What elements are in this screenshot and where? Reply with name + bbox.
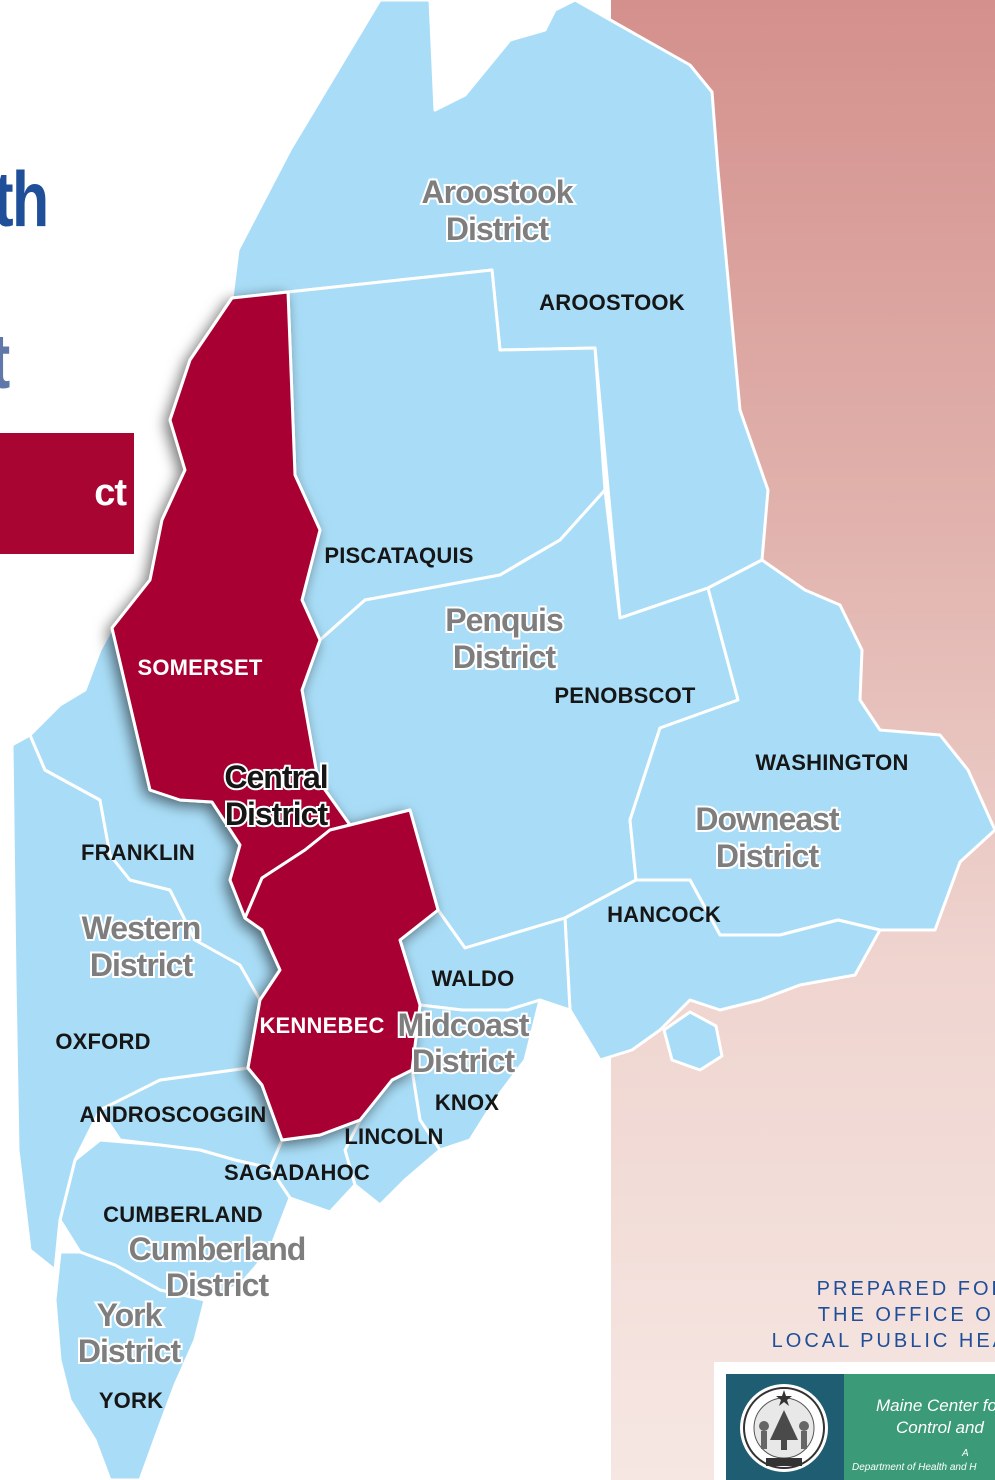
county-label-somerset: SOMERSET bbox=[137, 655, 262, 680]
county-washington[interactable] bbox=[628, 558, 995, 937]
logo-line-1: Maine Center fo bbox=[876, 1396, 995, 1415]
svg-text:District: District bbox=[716, 838, 820, 874]
district-label-cumberland: Cumberland District bbox=[127, 1229, 309, 1305]
svg-text:District: District bbox=[453, 639, 557, 675]
svg-text:District: District bbox=[412, 1043, 516, 1079]
svg-text:Central: Central bbox=[224, 759, 327, 795]
county-label-oxford: OXFORD bbox=[55, 1029, 150, 1054]
maine-state-seal-icon bbox=[740, 1384, 828, 1472]
district-label-midcoast: Midcoast District bbox=[396, 1005, 533, 1081]
county-label-androscoggin: ANDROSCOGGIN bbox=[80, 1102, 267, 1127]
county-label-sagadahoc: SAGADAHOC bbox=[224, 1160, 370, 1185]
district-label-penquis: Penquis District bbox=[443, 600, 566, 677]
county-label-kennebec: KENNEBEC bbox=[259, 1013, 384, 1038]
county-label-knox: KNOX bbox=[435, 1090, 499, 1115]
svg-text:District: District bbox=[446, 211, 550, 247]
svg-text:Aroostook: Aroostook bbox=[422, 174, 574, 210]
svg-text:District: District bbox=[166, 1267, 270, 1303]
district-label-downeast: Downeast District bbox=[693, 799, 842, 876]
district-label-central: Central District bbox=[222, 757, 331, 834]
county-label-aroostook: AROOSTOOK bbox=[539, 290, 685, 315]
central-district-highlight bbox=[110, 290, 440, 1142]
prepared-line-1: PREPARED FOR bbox=[816, 1278, 995, 1300]
county-label-lincoln: LINCOLN bbox=[344, 1124, 443, 1149]
county-york[interactable] bbox=[53, 1250, 207, 1480]
district-banner-text: ct bbox=[94, 472, 127, 514]
svg-text:Western: Western bbox=[82, 910, 201, 946]
svg-text:York: York bbox=[97, 1297, 163, 1333]
district-label-york: York District bbox=[76, 1295, 185, 1371]
island-mount-desert bbox=[662, 1010, 724, 1072]
district-label-aroostook: Aroostook District bbox=[420, 172, 577, 249]
prepared-for-text: PREPARED FOR THE OFFICE OF LOCAL PUBLIC … bbox=[695, 1276, 995, 1354]
prepared-line-3: LOCAL PUBLIC HEA bbox=[771, 1330, 995, 1352]
svg-text:Cumberland: Cumberland bbox=[129, 1231, 306, 1267]
county-label-washington: WASHINGTON bbox=[755, 750, 908, 775]
county-kennebec[interactable] bbox=[243, 808, 440, 1142]
svg-text:Penquis: Penquis bbox=[445, 602, 563, 638]
logo-line-3: A bbox=[962, 1448, 969, 1459]
county-label-waldo: WALDO bbox=[432, 966, 515, 991]
svg-text:District: District bbox=[78, 1333, 182, 1369]
county-label-piscataquis: PISCATAQUIS bbox=[324, 543, 473, 568]
svg-text:Downeast: Downeast bbox=[695, 801, 839, 837]
maine-cdc-logo: Maine Center fo Control and A Department… bbox=[714, 1362, 995, 1480]
logo-line-4: Department of Health and H bbox=[852, 1462, 977, 1473]
county-label-penobscot: PENOBSCOT bbox=[554, 683, 696, 708]
logo-line-2: Control and bbox=[896, 1418, 984, 1437]
county-label-york: YORK bbox=[99, 1388, 163, 1413]
district-label-western: Western District bbox=[80, 908, 204, 985]
county-hancock[interactable] bbox=[563, 878, 882, 1062]
report-title-line-1: lth bbox=[0, 155, 49, 243]
seal-panel bbox=[726, 1374, 844, 1480]
svg-text:Midcoast: Midcoast bbox=[398, 1007, 530, 1043]
svg-text:District: District bbox=[90, 947, 194, 983]
svg-text:District: District bbox=[225, 796, 329, 832]
county-label-hancock: HANCOCK bbox=[607, 902, 721, 927]
logo-banner: Maine Center fo Control and A Department… bbox=[726, 1374, 995, 1480]
prepared-line-2: THE OFFICE OF bbox=[817, 1304, 995, 1326]
county-label-franklin: FRANKLIN bbox=[81, 840, 195, 865]
report-title-line-2: t bbox=[0, 322, 10, 400]
county-label-cumberland: CUMBERLAND bbox=[103, 1202, 263, 1227]
district-name-banner: ct bbox=[0, 433, 134, 554]
